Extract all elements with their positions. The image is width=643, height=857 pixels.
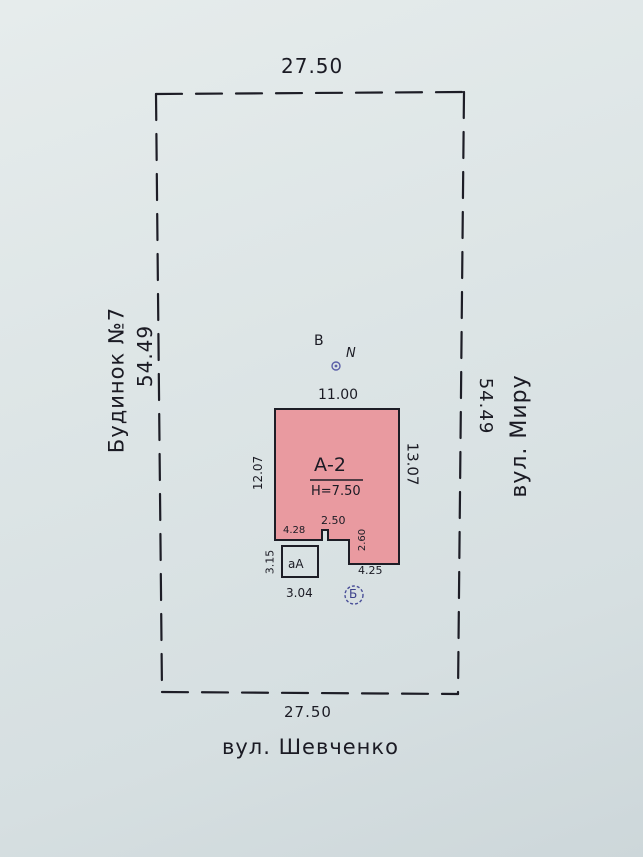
building-a2-outline bbox=[274, 408, 400, 565]
building-left-dim: 12.07 bbox=[251, 455, 265, 491]
left-neighbor-name: Будинок №7 bbox=[104, 306, 129, 454]
plot-right-length: 54.49 bbox=[475, 377, 496, 435]
notch-left-width-dim: 4.28 bbox=[283, 525, 306, 536]
right-step-width-dim: 4.25 bbox=[358, 564, 383, 577]
right-street-name: вул. Миру bbox=[507, 374, 532, 498]
annex-label: аА bbox=[288, 557, 304, 571]
annex-height-dim: 3.15 bbox=[263, 549, 277, 575]
north-marker-icon bbox=[331, 361, 341, 371]
annex-outline bbox=[281, 545, 319, 578]
plot-top-width: 27.50 bbox=[281, 54, 344, 78]
boundary-right bbox=[456, 90, 466, 696]
boundary-top bbox=[154, 90, 466, 96]
plot-left-length: 54.49 bbox=[133, 324, 157, 388]
bottom-street-name: вул. Шевченко bbox=[222, 735, 399, 759]
entrance-b-label: В bbox=[314, 333, 324, 349]
building-label: А-2 bbox=[314, 454, 346, 476]
gate-marker-icon bbox=[344, 585, 364, 605]
plot-bottom-width: 27.50 bbox=[284, 703, 332, 721]
building-right-dim: 13.07 bbox=[403, 442, 422, 486]
building-height: Н=7.50 bbox=[311, 484, 361, 499]
north-label: N bbox=[346, 346, 356, 361]
notch-depth-dim: 2.60 bbox=[357, 528, 368, 552]
plot-boundary bbox=[154, 90, 466, 696]
gate-label: Б bbox=[349, 587, 358, 601]
notch-width-dim: 2.50 bbox=[321, 514, 346, 527]
building-top-dim: 11.00 bbox=[318, 387, 359, 403]
boundary-bottom bbox=[160, 690, 460, 696]
annex-width-dim: 3.04 bbox=[286, 586, 313, 600]
boundary-left bbox=[154, 92, 164, 694]
